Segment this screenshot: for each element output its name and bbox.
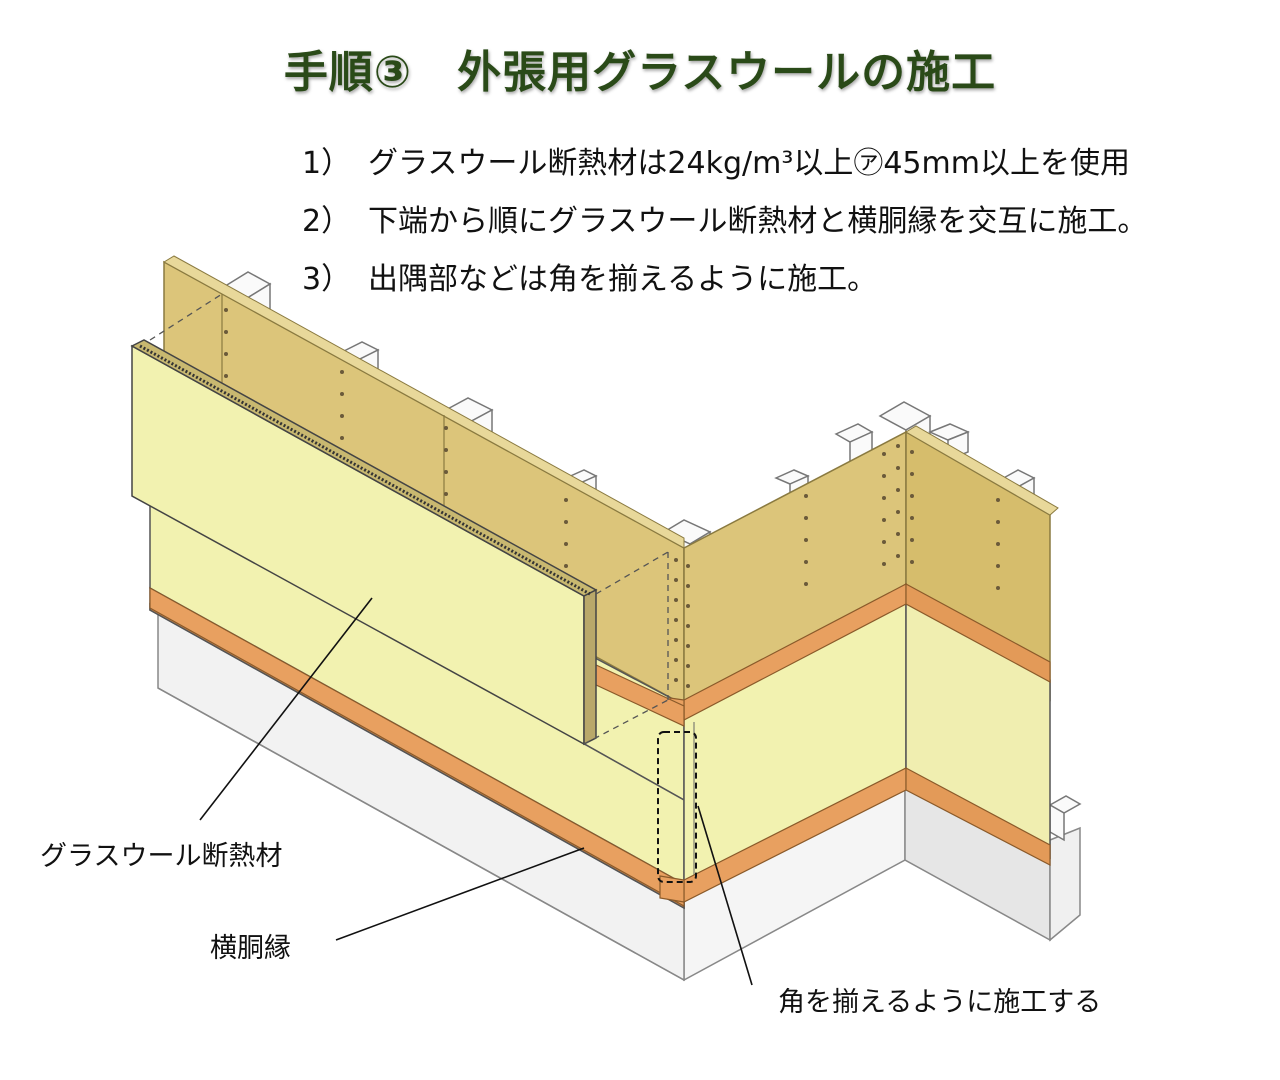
nail-dot [224, 352, 228, 356]
step-2-text: 下端から順にグラスウール断熱材と横胴縁を交互に施工。 [368, 204, 1148, 239]
nail-dot [910, 560, 914, 564]
right-sheathing [683, 425, 1059, 714]
page-title: 手順③ 外張用グラスウールの施工 [283, 47, 997, 98]
nail-dot [674, 558, 678, 562]
nail-dot [686, 624, 690, 628]
nail-dot [882, 496, 886, 500]
callout-corner: 角を揃えるように施工する [778, 987, 1102, 1018]
step-3-number: 3） [302, 262, 352, 297]
nail-dot [804, 494, 808, 498]
nail-dot [686, 584, 690, 588]
nail-dot [804, 582, 808, 586]
nail-dot [564, 542, 568, 546]
leader-glasswool [199, 597, 373, 821]
nail-dot [340, 414, 344, 418]
nail-dot [686, 644, 690, 648]
nail-dot [686, 684, 690, 688]
nail-dot [910, 494, 914, 498]
nail-dot [804, 538, 808, 542]
leader-furring [335, 847, 585, 941]
dashed-guides [149, 293, 669, 745]
nail-dot [224, 308, 228, 312]
left-furring [149, 586, 685, 908]
step-1-text: グラスウール断熱材は24kg/m³以上㋐45mm以上を使用 [368, 146, 1130, 181]
nail-dot [674, 618, 678, 622]
nail-dot [674, 678, 678, 682]
nail-dot [804, 560, 808, 564]
nail-dot [910, 538, 914, 542]
step-1-number: 1） [302, 146, 352, 181]
nail-dot [996, 498, 1000, 502]
nail-dot [996, 564, 1000, 568]
leader-corner [697, 805, 753, 986]
nail-dot [996, 586, 1000, 590]
nail-dot [896, 444, 900, 448]
nail-dot [996, 520, 1000, 524]
nail-dot [444, 492, 448, 496]
nail-dot [564, 520, 568, 524]
nail-dot [564, 564, 568, 568]
nail-dot [224, 330, 228, 334]
nail-dot [674, 638, 678, 642]
nail-dot [882, 452, 886, 456]
nail-dot [686, 664, 690, 668]
nail-dot [674, 578, 678, 582]
post-10 [1048, 795, 1082, 842]
callout-furring: 横胴縁 [210, 933, 291, 964]
nail-dot [340, 370, 344, 374]
step-3: 3） 出隅部などは角を揃えるように施工。 [302, 254, 877, 298]
nail-dot [896, 466, 900, 470]
nail-dot [910, 472, 914, 476]
leader-lines [199, 597, 753, 986]
nail-dot [996, 542, 1000, 546]
step-3-text: 出隅部などは角を揃えるように施工。 [368, 262, 878, 297]
nail-dot [910, 450, 914, 454]
nail-dot [896, 510, 900, 514]
nail-dot [882, 518, 886, 522]
step-2-number: 2） [302, 204, 352, 239]
nail-dot [674, 658, 678, 662]
nail-dot [686, 604, 690, 608]
nail-dot [896, 488, 900, 492]
step-2: 2） 下端から順にグラスウール断熱材と横胴縁を交互に施工。 [302, 196, 1147, 240]
step-1: 1） グラスウール断熱材は24kg/m³以上㋐45mm以上を使用 [302, 138, 1130, 182]
nail-dot [686, 564, 690, 568]
nail-dot [882, 562, 886, 566]
nail-dot [444, 426, 448, 430]
nail-dot [340, 436, 344, 440]
nail-dot [882, 474, 886, 478]
floating-glasswool-board [130, 339, 598, 746]
nail-dot [896, 532, 900, 536]
nail-dot [444, 448, 448, 452]
nail-dot [910, 516, 914, 520]
callout-glasswool: グラスウール断熱材 [40, 841, 283, 872]
nail-dot [674, 598, 678, 602]
nail-dot [224, 374, 228, 378]
nail-dot [804, 516, 808, 520]
nail-dot [564, 498, 568, 502]
nail-dot [882, 540, 886, 544]
nail-dot [896, 554, 900, 558]
corner-highlight-box [657, 731, 697, 883]
nail-dot [340, 392, 344, 396]
nail-dot [444, 470, 448, 474]
